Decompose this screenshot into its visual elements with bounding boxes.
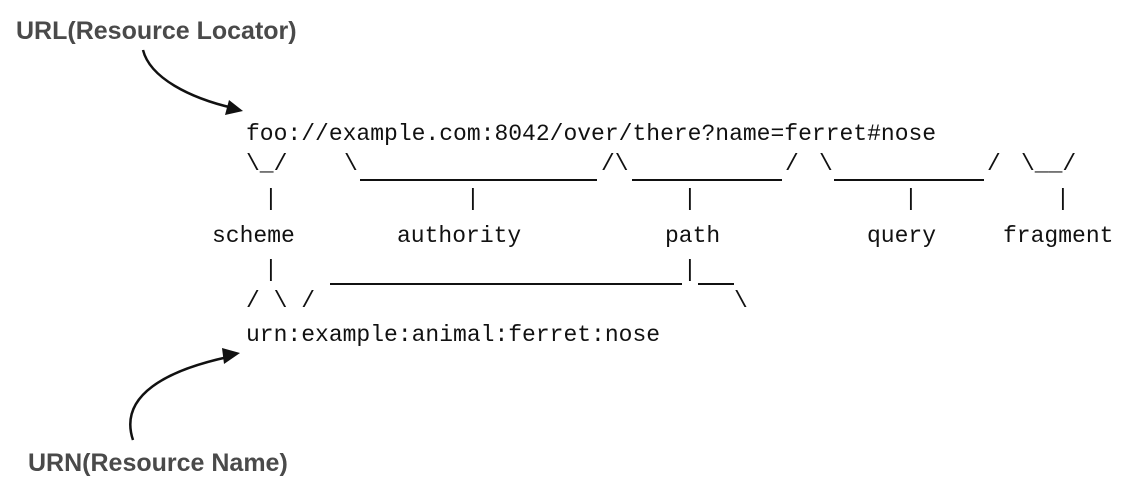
path-connector: | <box>683 186 697 212</box>
fragment-connector: | <box>1056 186 1070 212</box>
fragment-label: fragment <box>1003 223 1114 249</box>
url-arrowhead-icon <box>225 100 243 115</box>
urn-example: urn:example:animal:ferret:nose <box>246 322 661 348</box>
urn-scheme-brace: / \ / <box>246 288 316 314</box>
authority-path-brace-joint: /\ <box>601 151 629 177</box>
url-arrow-icon <box>141 49 234 110</box>
fragment-brace: \__/ <box>1021 151 1077 177</box>
path-urn-connector: | <box>683 257 697 283</box>
query-brace-right: / <box>987 151 1001 177</box>
path-brace-line <box>632 179 782 181</box>
authority-brace-left: \ <box>344 151 358 177</box>
authority-label: authority <box>397 223 522 249</box>
query-connector: | <box>904 186 918 212</box>
scheme-connector: | <box>264 186 278 212</box>
path-brace-right: / <box>785 151 799 177</box>
query-brace-left: \ <box>819 151 833 177</box>
path-label: path <box>665 223 721 249</box>
scheme-label: scheme <box>212 223 295 249</box>
url-example: foo://example.com:8042/over/there?name=f… <box>246 121 937 147</box>
query-label: query <box>867 223 937 249</box>
urn-brace-tail-line <box>698 283 734 285</box>
urn-brace-right: \ <box>734 288 748 314</box>
urn-arrow-icon <box>129 355 229 441</box>
authority-connector: | <box>466 186 480 212</box>
authority-brace-line <box>360 179 597 181</box>
urn-arrowhead-icon <box>222 348 240 364</box>
urn-callout-label: URN(Resource Name) <box>28 449 288 477</box>
query-brace-line <box>834 179 984 181</box>
scheme-brace: \_/ <box>246 151 288 177</box>
urn-brace-top-line <box>330 283 682 285</box>
scheme-urn-connector: | <box>264 257 278 283</box>
url-callout-label: URL(Resource Locator) <box>16 17 297 45</box>
